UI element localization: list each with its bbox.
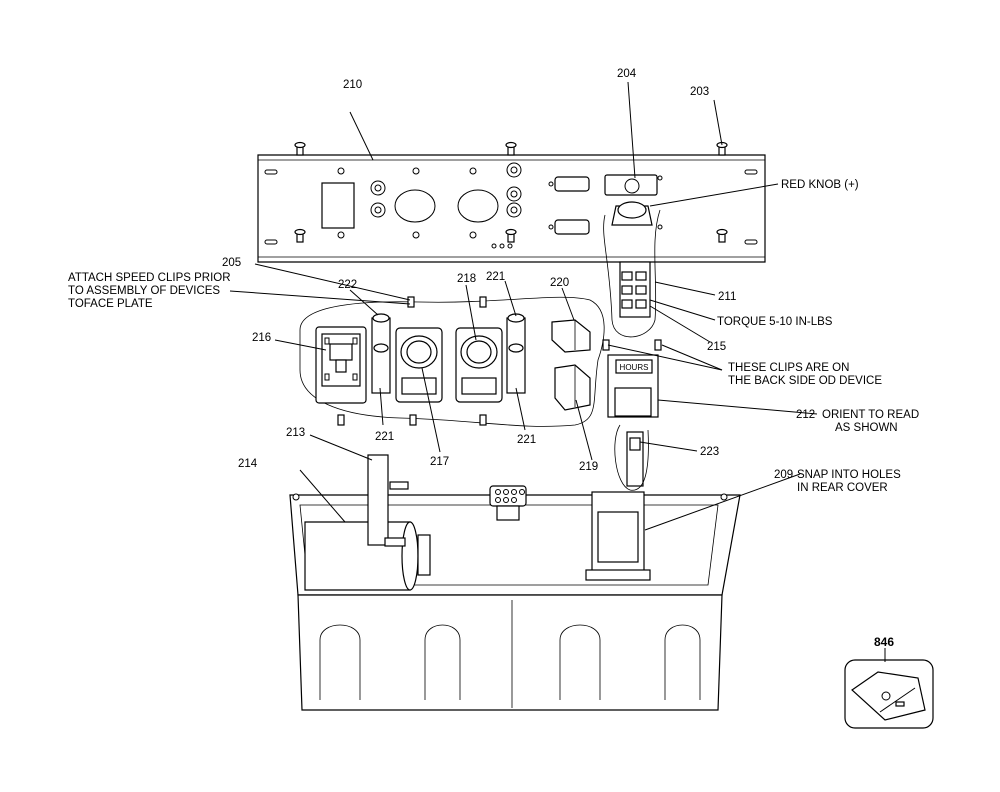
gfci-receptacle bbox=[315, 326, 367, 404]
callout-223: 223 bbox=[700, 446, 719, 458]
callout-216: 216 bbox=[252, 332, 271, 344]
circuit-breaker-221 bbox=[506, 313, 526, 394]
callout-219: 219 bbox=[579, 461, 598, 473]
callout-210: 210 bbox=[343, 79, 362, 91]
callout-221-top: 221 bbox=[486, 271, 505, 283]
face-plate bbox=[257, 141, 766, 263]
note-snap-line1: SNAP INTO HOLES bbox=[797, 469, 901, 481]
notes: RED KNOB (+) ATTACH SPEED CLIPS PRIOR TO… bbox=[68, 179, 919, 494]
note-clips-line2: THE BACK SIDE OD DEVICE bbox=[728, 375, 882, 387]
callout-220: 220 bbox=[550, 277, 569, 289]
note-orient-line2: AS SHOWN bbox=[835, 422, 898, 434]
callout-221-left: 221 bbox=[375, 431, 394, 443]
rocker-switch-220 bbox=[551, 319, 591, 353]
callout-215: 215 bbox=[707, 341, 726, 353]
twist-lock-receptacle-217 bbox=[395, 327, 443, 403]
note-orient-line1: ORIENT TO READ bbox=[822, 409, 919, 421]
group-outline-connector bbox=[614, 424, 649, 491]
rocker-switch-219 bbox=[554, 364, 591, 411]
hardware-kit-846 bbox=[844, 659, 934, 729]
note-attach-line1: ATTACH SPEED CLIPS PRIOR bbox=[68, 272, 231, 284]
callout-214: 214 bbox=[238, 458, 258, 470]
callout-211: 211 bbox=[718, 291, 736, 303]
callout-221-right: 221 bbox=[517, 434, 536, 446]
note-attach-line2: TO ASSEMBLY OF DEVICES bbox=[68, 285, 220, 297]
callout-217: 217 bbox=[430, 456, 449, 468]
callout-203: 203 bbox=[690, 86, 709, 98]
group-outline-knob bbox=[603, 209, 661, 338]
callout-204: 204 bbox=[617, 68, 637, 80]
group-outline-devices bbox=[299, 296, 605, 427]
hour-meter: HOURS bbox=[607, 354, 659, 418]
speed-clips bbox=[337, 296, 662, 426]
bracket-213 bbox=[367, 454, 409, 547]
center-connector bbox=[489, 485, 527, 521]
callout-209: 209 bbox=[774, 469, 793, 481]
callout-213: 213 bbox=[286, 427, 305, 439]
note-red-knob: RED KNOB (+) bbox=[781, 179, 859, 191]
callout-222: 222 bbox=[338, 279, 357, 291]
callout-numbers: 210 204 203 205 222 218 221 220 216 221 … bbox=[222, 68, 894, 649]
note-torque: TORQUE 5-10 IN-LBS bbox=[717, 316, 833, 328]
connector-223 bbox=[626, 431, 644, 487]
red-knob-switch bbox=[611, 201, 653, 318]
hours-label: HOURS bbox=[620, 363, 649, 372]
callout-218: 218 bbox=[457, 273, 476, 285]
leader-lines bbox=[229, 81, 886, 662]
callout-205: 205 bbox=[222, 257, 241, 269]
callout-846: 846 bbox=[874, 635, 894, 649]
twist-lock-receptacle-218 bbox=[455, 327, 503, 403]
callout-212: 212 bbox=[796, 409, 815, 421]
circuit-breaker-222 bbox=[371, 313, 391, 394]
note-clips-line1: THESE CLIPS ARE ON bbox=[728, 362, 849, 374]
note-snap-line2: IN REAR COVER bbox=[797, 482, 888, 494]
module-209 bbox=[585, 491, 651, 581]
note-attach-line3: TOFACE PLATE bbox=[68, 298, 153, 310]
